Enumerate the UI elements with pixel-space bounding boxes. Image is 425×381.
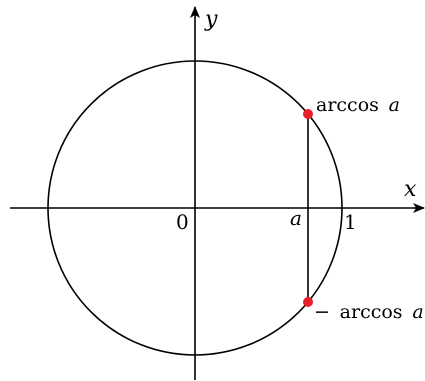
one-label: 1 — [344, 210, 357, 234]
minus-sign: − — [314, 301, 330, 323]
origin-label: 0 — [176, 210, 189, 234]
arccos-a-func: arccos — [316, 94, 379, 116]
unit-circle — [47, 60, 343, 356]
minus-arccos-a-var: a — [412, 301, 423, 323]
minus-arccos-a-label: − arccos a — [314, 301, 424, 323]
arccos-a-label: arccos a — [316, 94, 400, 116]
y-axis-label: y — [204, 7, 218, 32]
point-arccos-a — [303, 109, 313, 119]
point-minus-arccos-a — [303, 297, 313, 307]
arccos-a-var: a — [389, 94, 400, 116]
minus-arccos-a-func: arccos — [340, 301, 403, 323]
x-axis-label: x — [404, 177, 417, 202]
a-label: a — [290, 206, 302, 230]
